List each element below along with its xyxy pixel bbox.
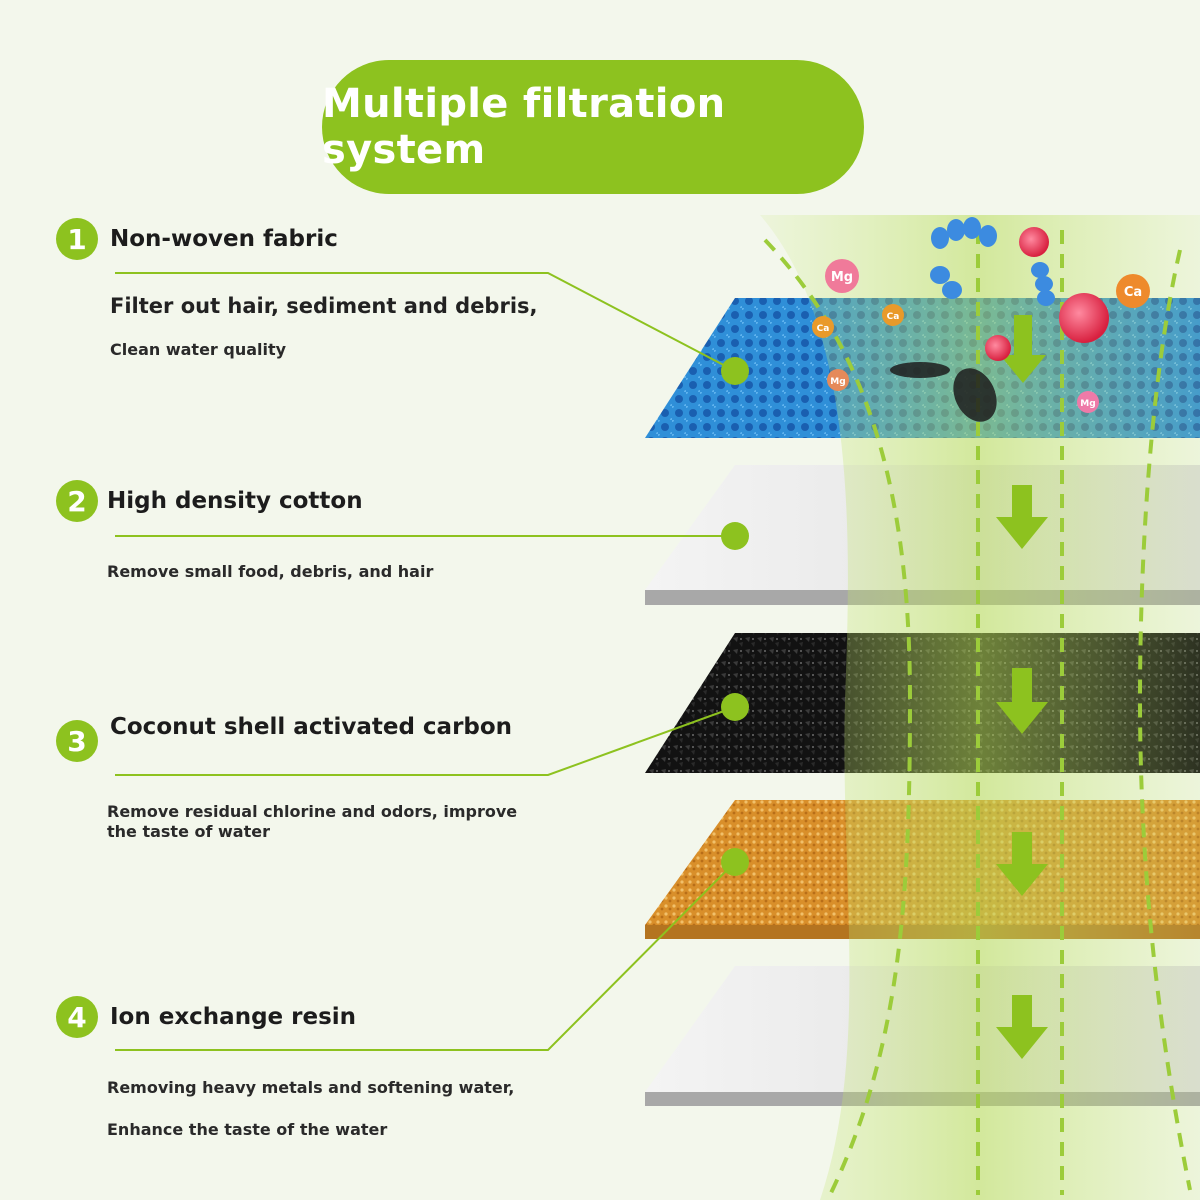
- stage-number-badge: 4: [56, 996, 98, 1038]
- connector-dot-icon: [721, 693, 749, 721]
- water-flow-channel: [760, 215, 1200, 1200]
- stage-description: Removing heavy metals and softening wate…: [107, 1078, 515, 1097]
- calcium-particle-icon: Ca: [1116, 274, 1150, 308]
- magnesium-particle-icon: Mg: [825, 259, 859, 293]
- connector-line: [115, 706, 736, 776]
- particle-label: Mg: [830, 377, 845, 387]
- connector-line: [115, 861, 736, 1051]
- magnesium-particle-icon: Mg: [827, 369, 849, 391]
- stage-description-sub: Enhance the taste of the water: [107, 1120, 388, 1139]
- stage-heading: Ion exchange resin: [110, 1004, 357, 1030]
- particle-label: Ca: [817, 324, 830, 334]
- magnesium-particle-icon: Mg: [1077, 391, 1099, 413]
- particle-label: Ca: [887, 312, 900, 322]
- impurity-icon: [985, 227, 1109, 361]
- debris-icon: [890, 362, 997, 422]
- calcium-particle-icon: Ca: [812, 316, 834, 338]
- connector-dot-icon: [721, 848, 749, 876]
- connector-dot-icon: [721, 522, 749, 550]
- stage-description-sub: Clean water quality: [110, 340, 287, 359]
- connector-line: [115, 272, 736, 372]
- bacteria-icon: [1031, 262, 1055, 306]
- stage-description: Filter out hair, sediment and debris,: [110, 294, 538, 318]
- bacteria-icon: [930, 266, 962, 299]
- stage-description: Remove small food, debris, and hair: [107, 562, 434, 581]
- particle-label: Mg: [1080, 399, 1095, 409]
- down-arrow-icon: [1000, 315, 1046, 383]
- calcium-particle-icon: Ca: [882, 304, 904, 326]
- down-arrow-icon: [996, 668, 1048, 734]
- stage-number-badge: 2: [56, 480, 98, 522]
- stage-heading: High density cotton: [107, 488, 363, 514]
- particle-label: Mg: [831, 270, 853, 285]
- connector-dot-icon: [721, 357, 749, 385]
- down-arrow-icon: [996, 832, 1048, 896]
- bacteria-icon: [931, 217, 997, 249]
- particle-label: Ca: [1124, 285, 1142, 300]
- stage-heading: Coconut shell activated carbon: [110, 714, 513, 740]
- stage-description: Remove residual chlorine and odors, impr…: [107, 802, 518, 841]
- down-arrow-icon: [996, 995, 1048, 1059]
- down-arrow-icon: [996, 485, 1048, 549]
- stage-heading: Non-woven fabric: [110, 226, 338, 252]
- stage-number-badge: 3: [56, 720, 98, 762]
- page-title: Multiple filtration system: [322, 60, 864, 194]
- stage-number-badge: 1: [56, 218, 98, 260]
